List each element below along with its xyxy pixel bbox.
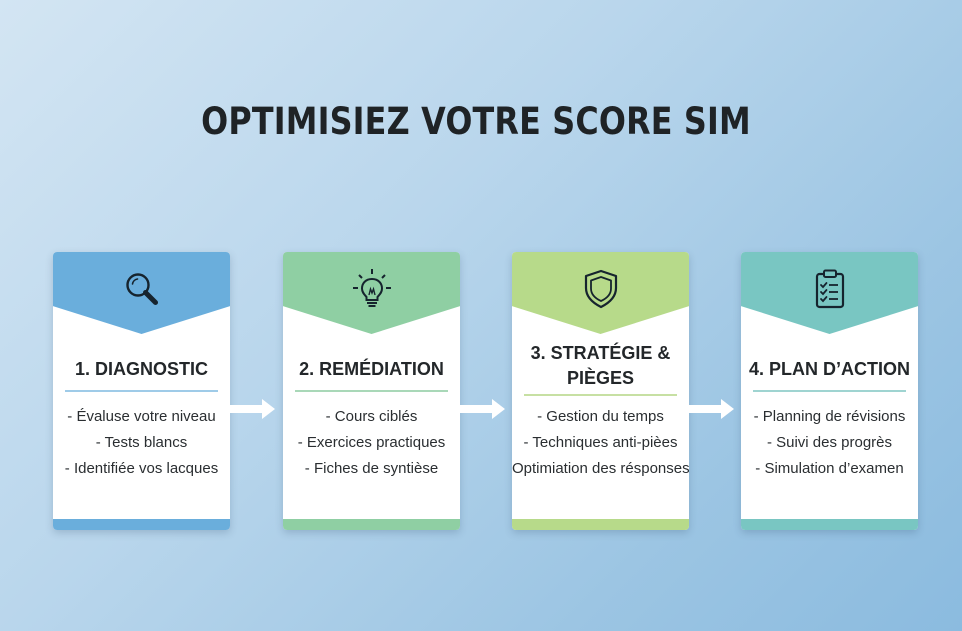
card-footer-band — [283, 519, 460, 530]
card-title: 3. STRATÉGIE & — [530, 343, 671, 363]
card-item-list: - Gestion du temps - Techniques anti-piè… — [512, 404, 689, 482]
list-item: - Gestion du temps — [537, 408, 664, 425]
card-footer-band — [53, 519, 230, 530]
card-title: 4. PLAN D’ACTION — [748, 359, 910, 379]
card-divider — [295, 390, 448, 392]
card-footer-band — [512, 519, 689, 530]
list-item: - Cours ciblés — [325, 408, 418, 425]
page-title: OPTIMISIEZ VOTRE SCORE SIM — [201, 100, 751, 143]
card-divider — [753, 390, 906, 392]
card-item-list: - Évaluse votre niveau - Tests blancs - … — [53, 404, 230, 482]
list-item: - Planning de révisions — [753, 408, 906, 425]
list-item: - Simulation d’examen — [755, 460, 904, 477]
list-item: - Tests blancs — [95, 434, 188, 451]
card-item-list: - Planning de révisions - Suivi des prog… — [741, 404, 918, 482]
lightbulb-icon — [349, 266, 395, 312]
step-card-remediation: 2. REMÉDIATION - Cours ciblés - Exercice… — [283, 252, 460, 530]
card-footer-band — [741, 519, 918, 530]
list-item: - Fiches de syntièse — [304, 460, 439, 477]
list-item: - Suivi des progrès — [766, 434, 893, 451]
shield-icon — [578, 266, 624, 312]
list-item: - Évaluse votre niveau — [67, 408, 216, 425]
list-item: - Exercices practiques — [297, 434, 446, 451]
arrow-right-icon — [689, 398, 735, 420]
arrow-right-icon — [230, 398, 276, 420]
card-divider — [524, 394, 677, 396]
step-card-strategie: 3. STRATÉGIE & PIÈGES - Gestion du temps… — [512, 252, 689, 530]
card-title: 2. REMÉDIATION — [299, 359, 444, 379]
list-item: - Identifiée vos lacques — [64, 460, 219, 477]
list-item: Optimiation des résponses — [512, 460, 689, 477]
step-card-diagnostic: 1. DIAGNOSTIC - Évaluse votre niveau - T… — [53, 252, 230, 530]
clipboard-checklist-icon — [807, 266, 853, 312]
card-title-line2: PIÈGES — [566, 368, 635, 388]
magnifier-icon — [119, 266, 165, 312]
arrow-right-icon — [460, 398, 506, 420]
card-item-list: - Cours ciblés - Exercices practiques - … — [283, 404, 460, 482]
list-item: - Techniques anti-pièes — [523, 434, 678, 451]
step-card-plan-action: 4. PLAN D’ACTION - Planning de révisions… — [741, 252, 918, 530]
card-divider — [65, 390, 218, 392]
card-title: 1. DIAGNOSTIC — [74, 359, 208, 379]
